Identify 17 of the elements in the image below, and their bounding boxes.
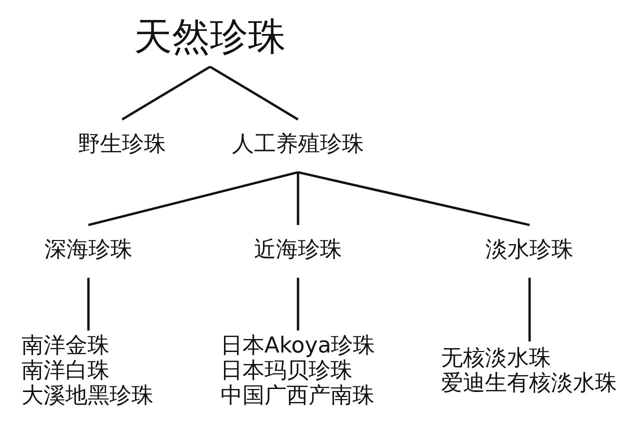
node-text: 无核淡水珠 爱迪生有核淡水珠 <box>440 346 617 396</box>
node-text: 野生珍珠 <box>78 132 166 157</box>
connector <box>209 66 299 120</box>
node-text: 深海珍珠 <box>44 238 132 263</box>
node-text: 近海珍珠 <box>254 238 342 263</box>
node-text: 天然珍珠 <box>134 14 286 59</box>
connector <box>122 66 211 120</box>
node-text: 日本Akoya珍珠 日本玛贝珍珠 中国广西产南珠 <box>220 334 376 408</box>
connector <box>87 278 90 331</box>
node-text: 南洋金珠 南洋白珠 大溪地黑珍珠 <box>22 334 154 408</box>
node-text: 人工养殖珍珠 <box>232 132 364 157</box>
node-text: 淡水珍珠 <box>486 238 574 263</box>
connector <box>88 171 298 226</box>
connector <box>296 278 300 331</box>
connector <box>298 171 530 226</box>
connector <box>296 172 300 225</box>
connector <box>528 278 531 342</box>
